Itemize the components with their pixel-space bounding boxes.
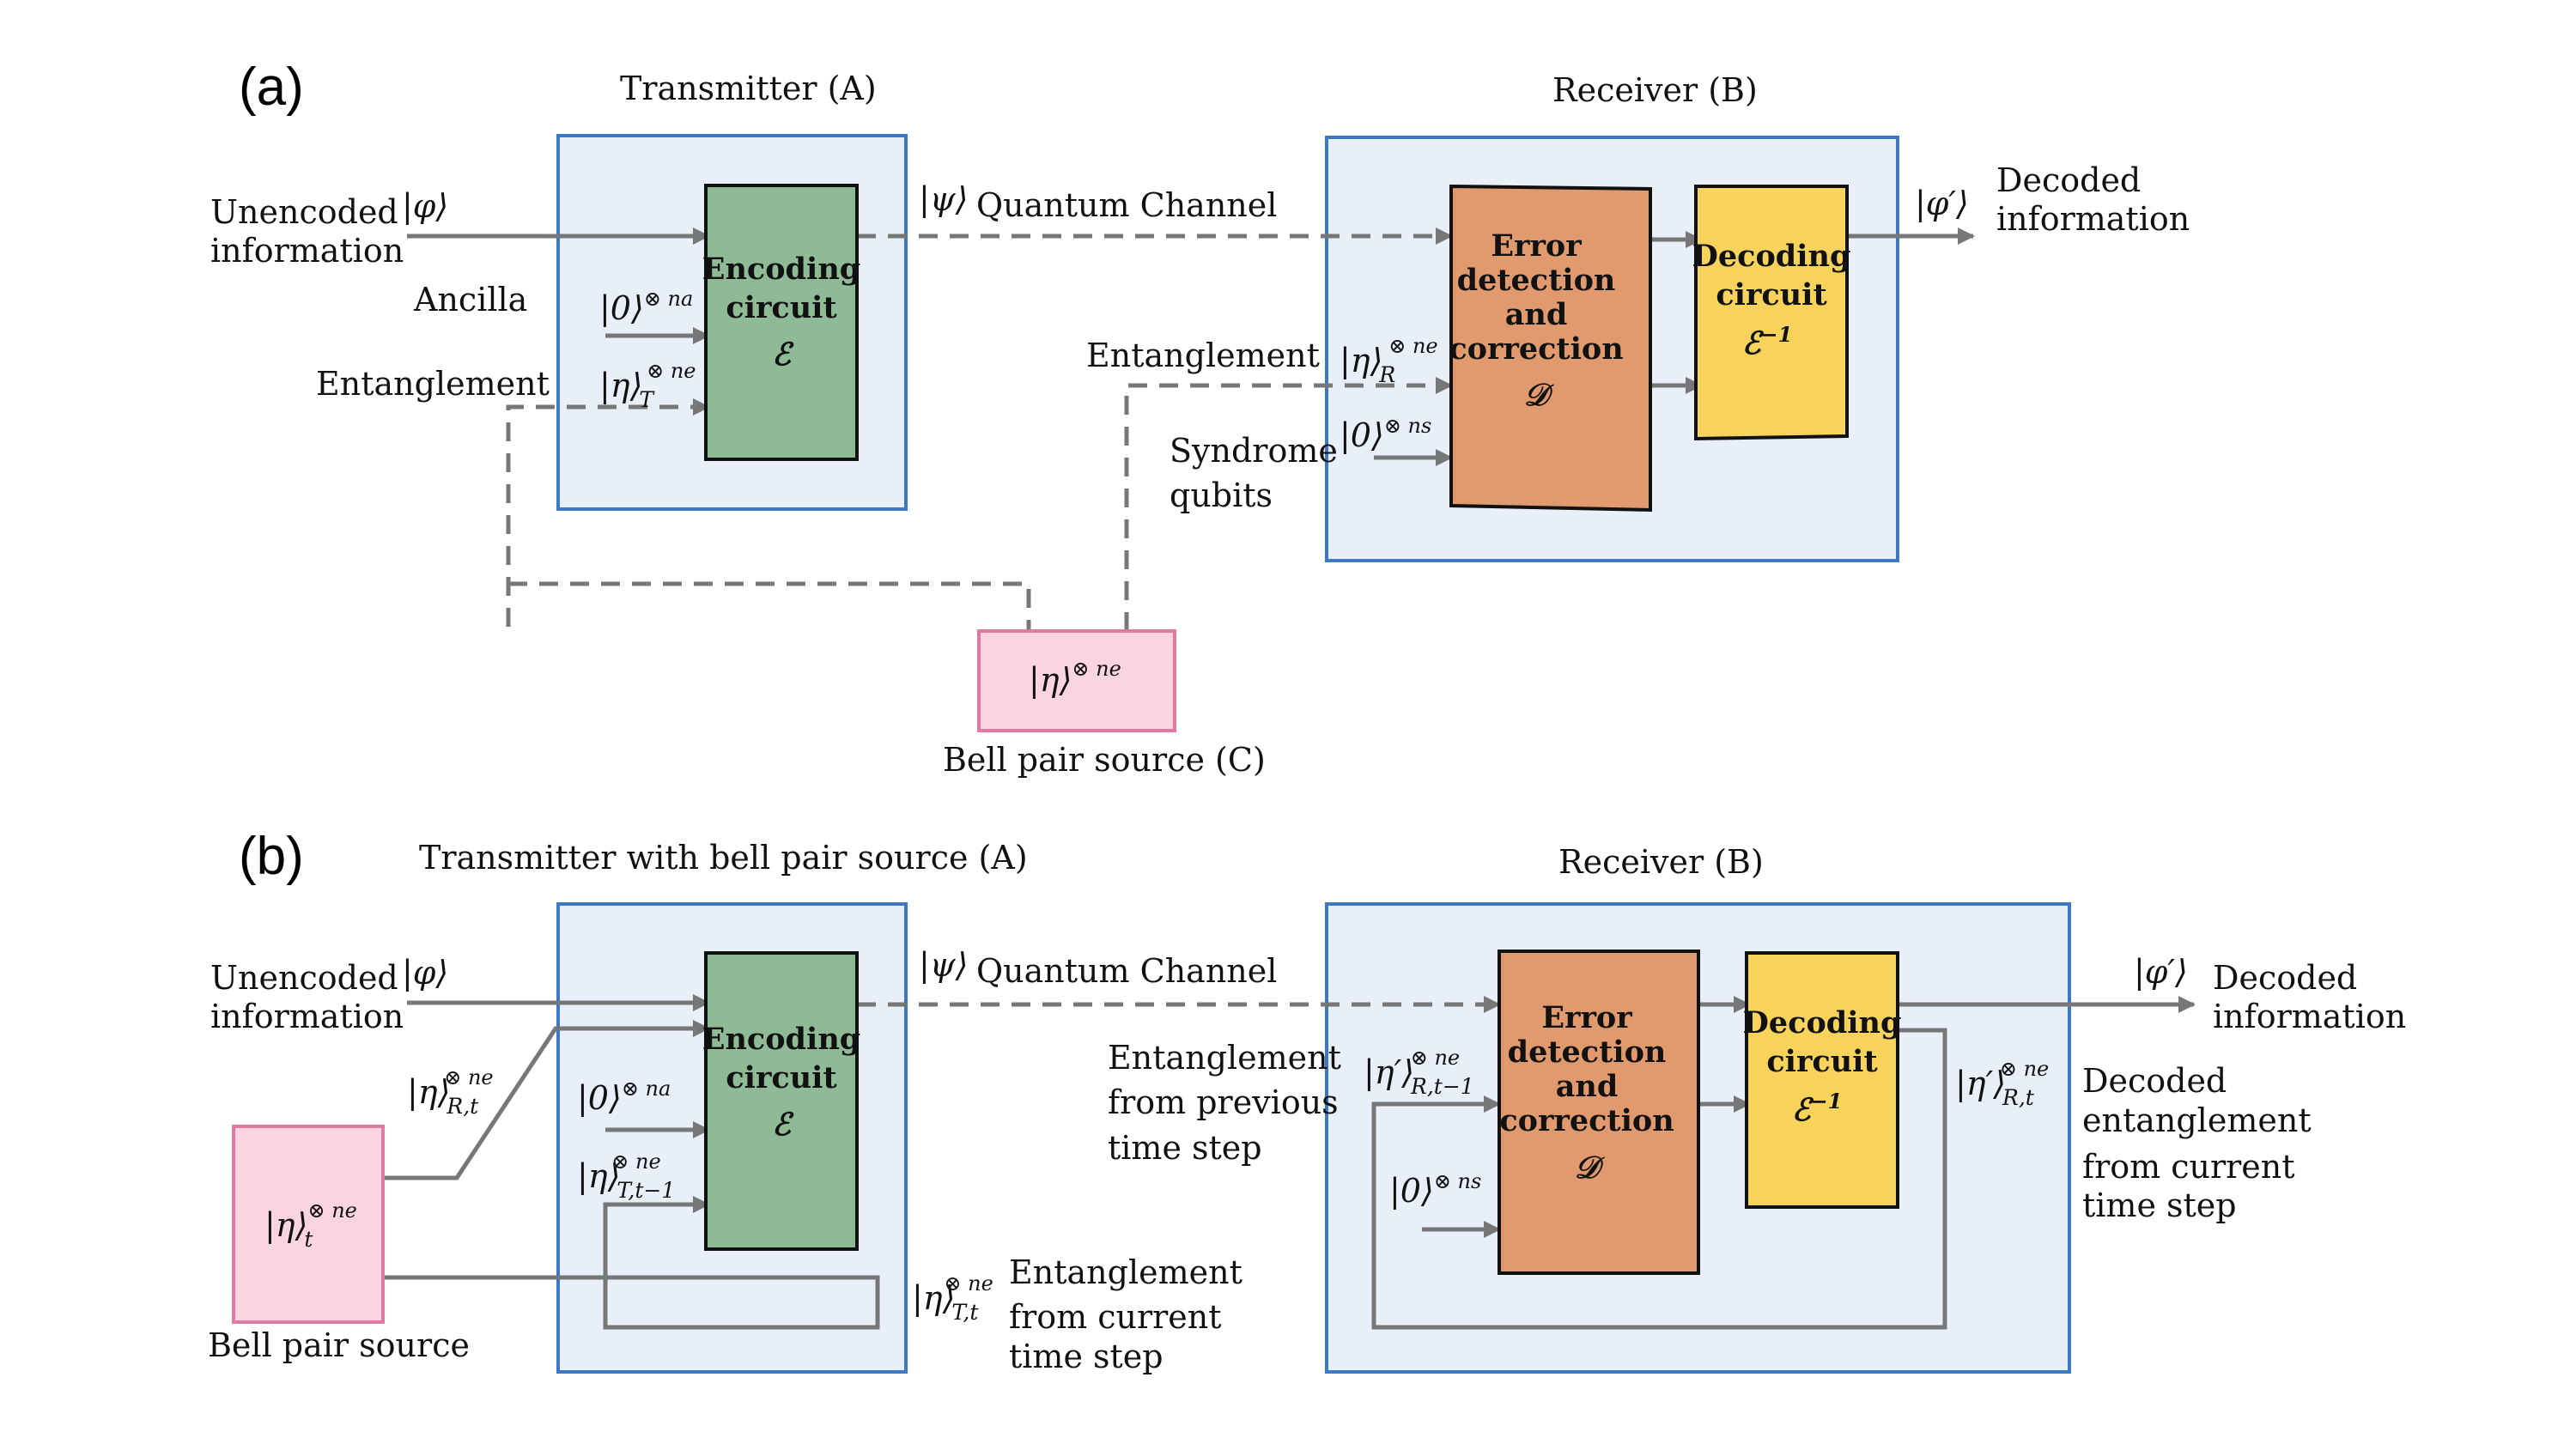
- current-rx-label-4: time step: [2082, 1186, 2237, 1224]
- current-rx-label-2: entanglement: [2082, 1101, 2312, 1139]
- transmitter-title: Transmitter (A): [620, 70, 877, 107]
- decoding-circuit-label-2: circuit: [1716, 277, 1826, 312]
- error-correction-label-1: Error: [1491, 228, 1582, 264]
- panel-b: (b) Transmitter with bell pair source (A…: [208, 827, 2406, 1375]
- channel-state-b: |ψ⟩: [919, 946, 968, 984]
- entanglement-rx-state: |η⟩R⊗ ne: [1340, 334, 1438, 387]
- error-correction-label-3: and: [1505, 297, 1568, 332]
- input-label-1: Unencoded: [210, 193, 398, 231]
- bell-to-rx-state: |η⟩R,t⊗ ne: [407, 1065, 494, 1119]
- prev-rx-label-3: time step: [1108, 1129, 1262, 1167]
- syndrome-state: |0⟩⊗ ns: [1340, 414, 1431, 454]
- encoding-circuit-label-2-b: circuit: [726, 1060, 836, 1095]
- error-correction-block: [1449, 184, 1652, 513]
- prev-tx-state: |η⟩T,t−1⊗ ne: [577, 1150, 675, 1203]
- ancilla-state-b: |0⟩⊗ na: [577, 1077, 671, 1117]
- error-correction-label-2-b: detection: [1508, 1035, 1667, 1070]
- decoding-circuit-symbol-b: ℰ−1: [1792, 1089, 1843, 1128]
- current-entanglement-loop-tx: [383, 1196, 880, 1330]
- entanglement-tx-wire: [506, 398, 710, 627]
- bell-pair-source-block-b: [232, 1125, 385, 1324]
- current-tx-label-2: from current: [1009, 1298, 1222, 1336]
- encoding-circuit-block-b: [704, 951, 859, 1251]
- bell-source-state-b: |η⟩t⊗ ne: [264, 1198, 357, 1252]
- error-correction-label-1-b: Error: [1541, 1000, 1632, 1035]
- bell-source-label-b: Bell pair source: [208, 1326, 470, 1364]
- bell-to-encoder-wire: [383, 1020, 710, 1180]
- input-state: |φ⟩: [402, 187, 448, 225]
- bell-source-state: |η⟩⊗ ne: [1029, 657, 1121, 699]
- ancilla-state: |0⟩⊗ na: [599, 287, 693, 327]
- syndrome-label-2: qubits: [1170, 476, 1273, 514]
- channel-label-b: Quantum Channel: [976, 952, 1277, 990]
- current-rx-label-3: from current: [2082, 1148, 2295, 1186]
- entanglement-tx-label: Entanglement: [316, 365, 550, 403]
- panel-b-label: (b): [239, 827, 304, 886]
- entanglement-feedback-loop-rx: [1371, 1028, 1947, 1330]
- input-label-2-b: information: [210, 998, 404, 1035]
- input-label-2: information: [210, 232, 404, 270]
- decoding-circuit-symbol: ℰ−1: [1742, 322, 1793, 361]
- decoding-circuit-label-1-b: Decoding: [1743, 1005, 1902, 1041]
- bell-source-label: Bell pair source (C): [943, 741, 1266, 779]
- syndrome-state-b: |0⟩⊗ ns: [1389, 1169, 1481, 1210]
- entanglement-rx-label: Entanglement: [1086, 337, 1320, 374]
- channel-label: Quantum Channel: [976, 186, 1277, 224]
- entanglement-tx-state: |η⟩T⊗ ne: [599, 359, 696, 412]
- error-correction-label-4: correction: [1449, 331, 1623, 367]
- output-label-2: information: [1996, 200, 2190, 238]
- error-correction-label-4-b: correction: [1499, 1103, 1674, 1138]
- encoding-circuit-label-1: Encoding: [702, 252, 860, 287]
- current-tx-state: |η⟩T,t⊗ ne: [912, 1271, 993, 1325]
- current-rx-state: |η′⟩R,t⊗ ne: [1955, 1057, 2049, 1110]
- receiver-title-b: Receiver (B): [1558, 843, 1764, 881]
- receiver-title: Receiver (B): [1552, 71, 1758, 109]
- decoding-circuit-label-2-b: circuit: [1766, 1044, 1877, 1079]
- bell-pair-source-block: [977, 629, 1176, 732]
- syndrome-label-1: Syndrome: [1170, 432, 1338, 470]
- current-tx-label-1: Entanglement: [1009, 1253, 1242, 1291]
- channel-state: |ψ⟩: [919, 180, 968, 218]
- input-label-1-b: Unencoded: [210, 959, 398, 997]
- decoding-circuit-label-1: Decoding: [1692, 239, 1851, 274]
- ancilla-label: Ancilla: [413, 281, 527, 319]
- panel-a-label: (a): [239, 58, 304, 117]
- error-correction-label-3-b: and: [1556, 1069, 1619, 1104]
- encoding-circuit-symbol-b: ℰ: [772, 1107, 794, 1143]
- output-state: |φ′⟩: [1915, 185, 1969, 222]
- output-label-1-b: Decoded: [2213, 959, 2357, 997]
- encoding-circuit-block: [704, 184, 859, 461]
- current-tx-label-3: time step: [1009, 1338, 1163, 1375]
- transmitter-title-b: Transmitter with bell pair source (A): [419, 839, 1028, 877]
- prev-rx-label-1: Entanglement: [1108, 1039, 1341, 1077]
- input-state-b: |φ⟩: [402, 954, 448, 992]
- bell-to-tx-link: [508, 581, 1031, 631]
- panel-a: (a) Transmitter (A) Receiver (B) Encodin…: [210, 58, 2190, 779]
- current-rx-label-1: Decoded: [2082, 1062, 2227, 1100]
- prev-rx-label-2: from previous: [1108, 1083, 1339, 1121]
- error-correction-block-b: [1498, 950, 1700, 1275]
- prev-rx-state: |η′⟩R,t−1⊗ ne: [1364, 1046, 1474, 1099]
- output-state-b: |φ′⟩: [2134, 953, 2188, 991]
- output-label-2-b: information: [2213, 998, 2406, 1035]
- error-correction-label-2: detection: [1457, 263, 1616, 298]
- decoding-circuit-block-b: [1745, 951, 1899, 1209]
- output-label-1: Decoded: [1996, 161, 2141, 199]
- encoding-circuit-label-1-b: Encoding: [702, 1022, 860, 1057]
- encoding-circuit-label-2: circuit: [726, 290, 836, 325]
- decoding-circuit-block: [1694, 185, 1849, 441]
- encoding-circuit-symbol: ℰ: [772, 337, 794, 373]
